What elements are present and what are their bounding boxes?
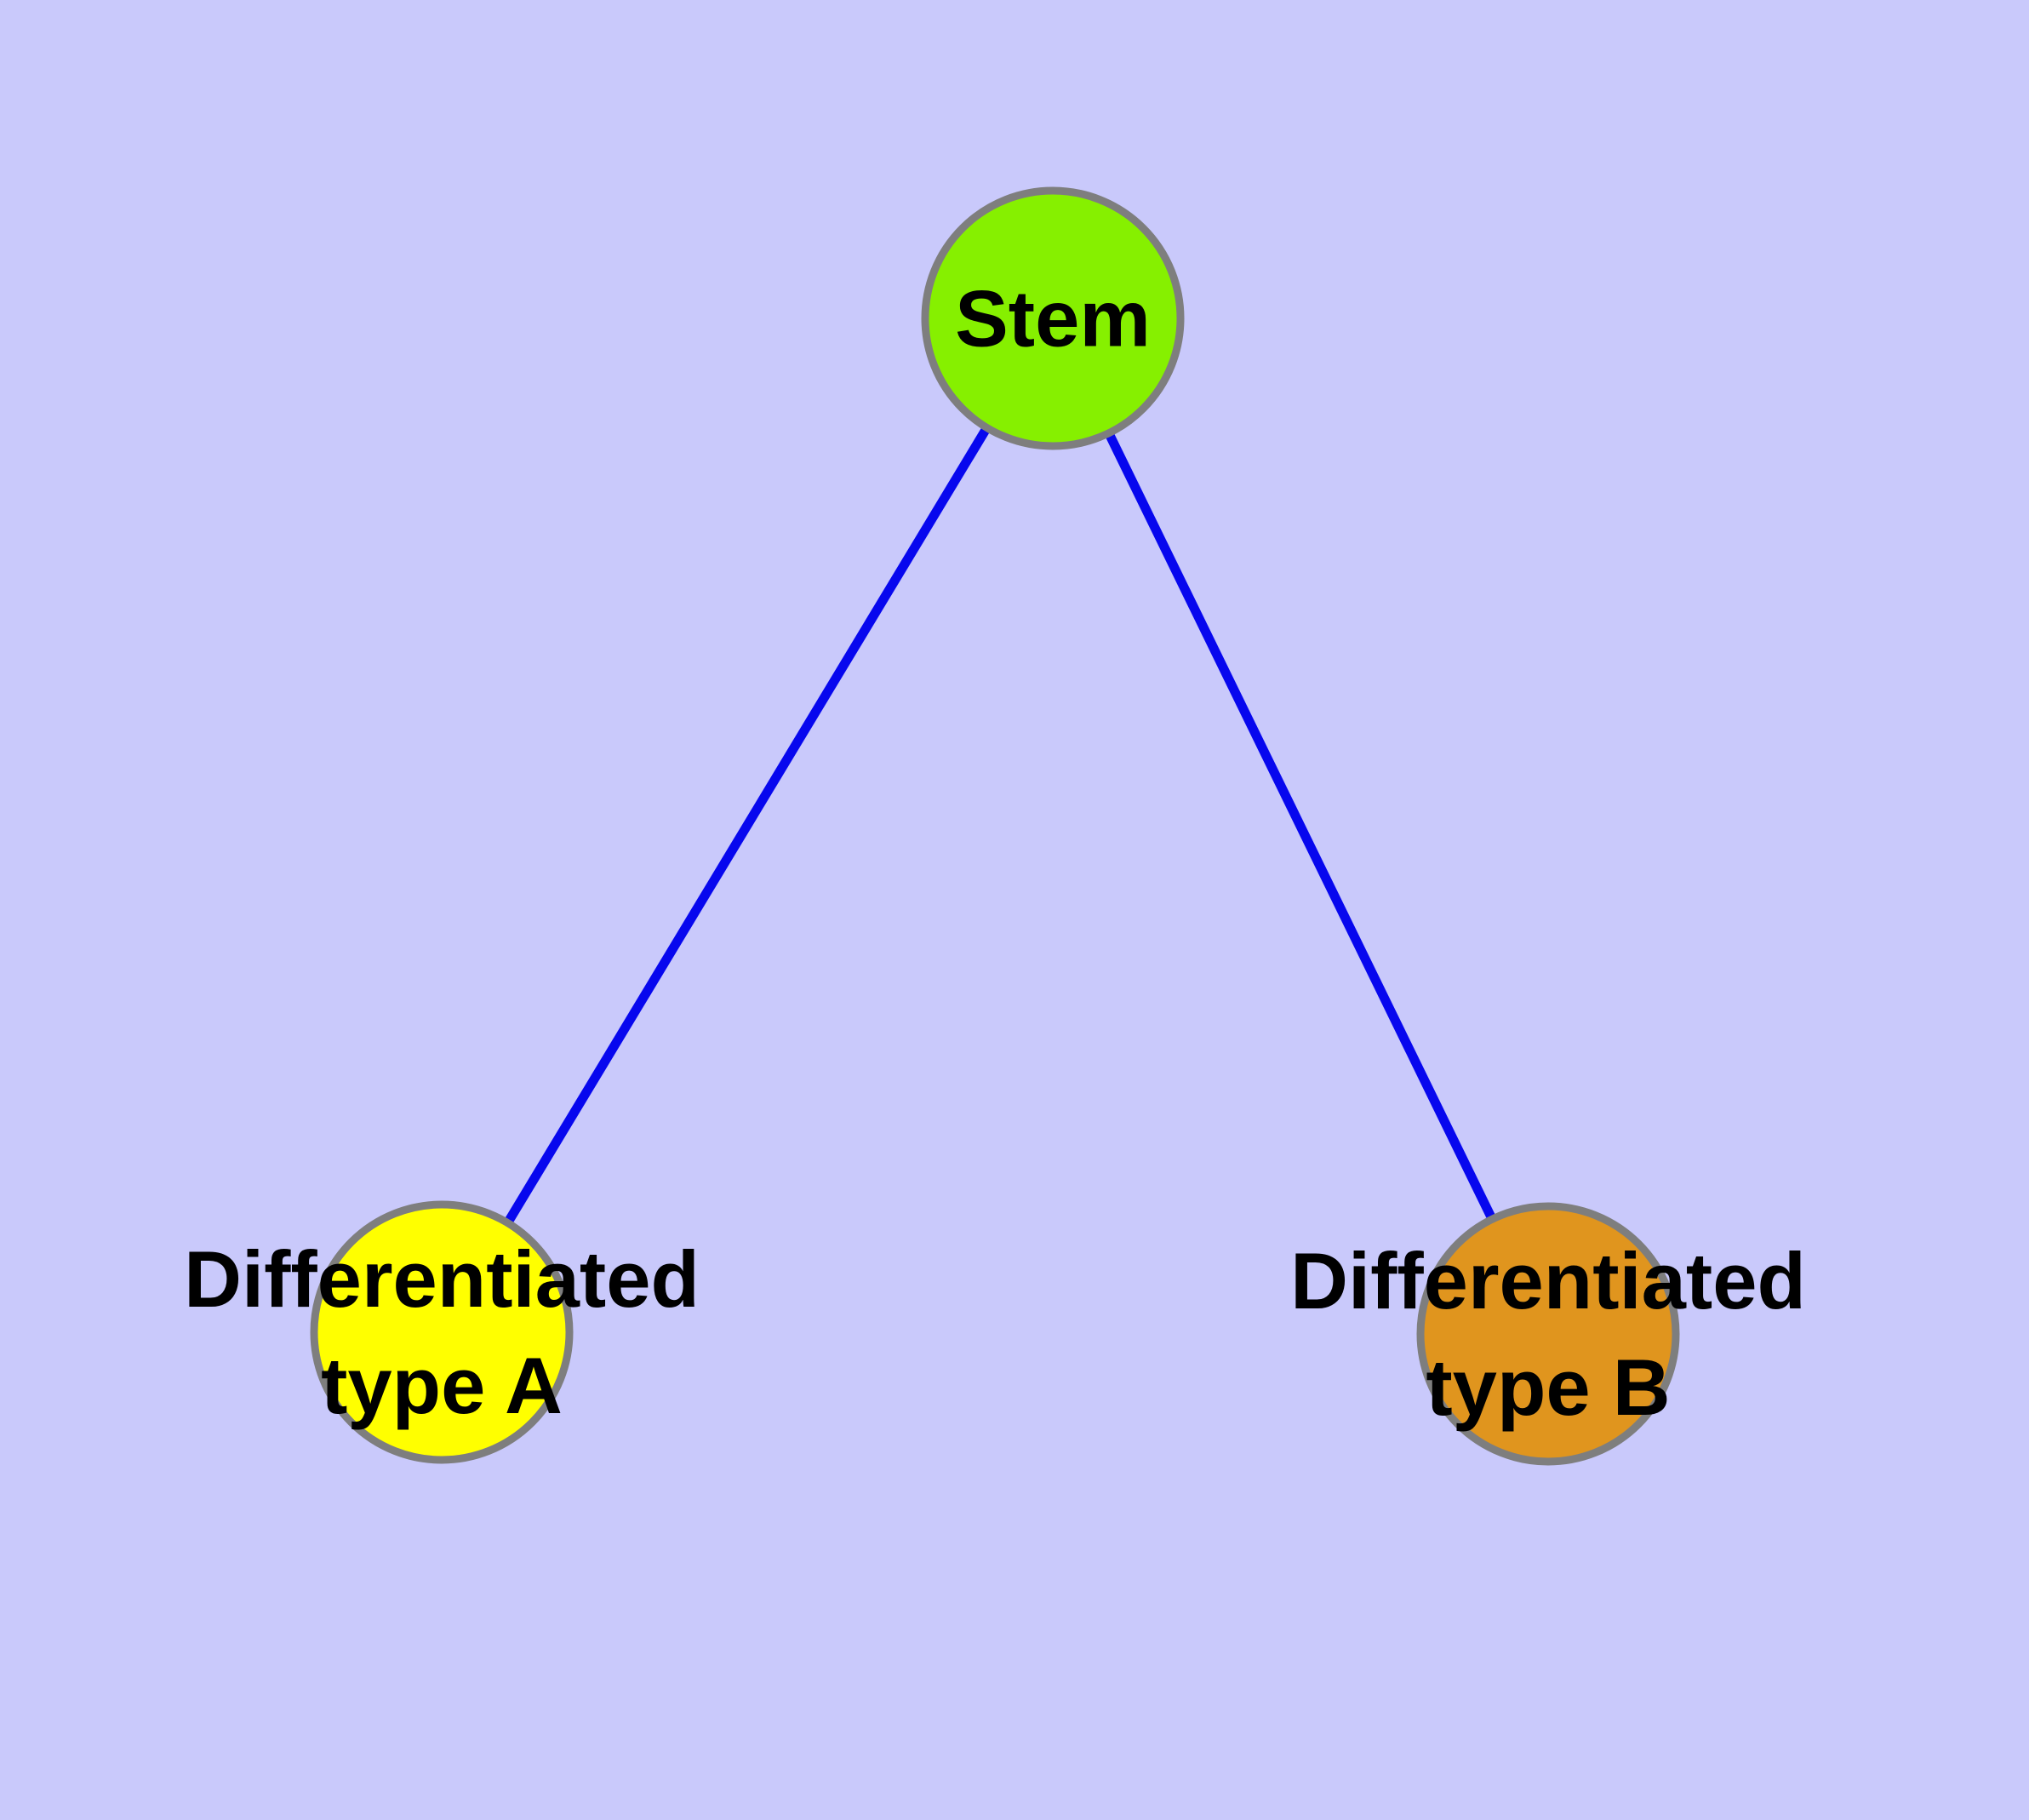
differentiated-type-a-node-label-line-2: type A	[321, 1341, 563, 1430]
nodes-layer	[310, 186, 1680, 1466]
differentiated-type-a-node-label-line-1: Differentiated	[184, 1234, 700, 1324]
differentiated-type-b-node	[1416, 1202, 1680, 1466]
edges-layer	[437, 316, 1552, 1336]
edge-stem-to-type-a	[437, 316, 1057, 1335]
stem-cell-node	[921, 186, 1185, 450]
stem-cell-node-label: Stem	[955, 274, 1151, 363]
edge-stem-to-type-b	[1049, 316, 1552, 1336]
differentiated-type-b-node-label-line-1: Differentiated	[1290, 1236, 1806, 1325]
differentiated-type-a-node	[310, 1200, 574, 1464]
differentiated-type-b-node-label-line-2: type B	[1426, 1342, 1670, 1432]
